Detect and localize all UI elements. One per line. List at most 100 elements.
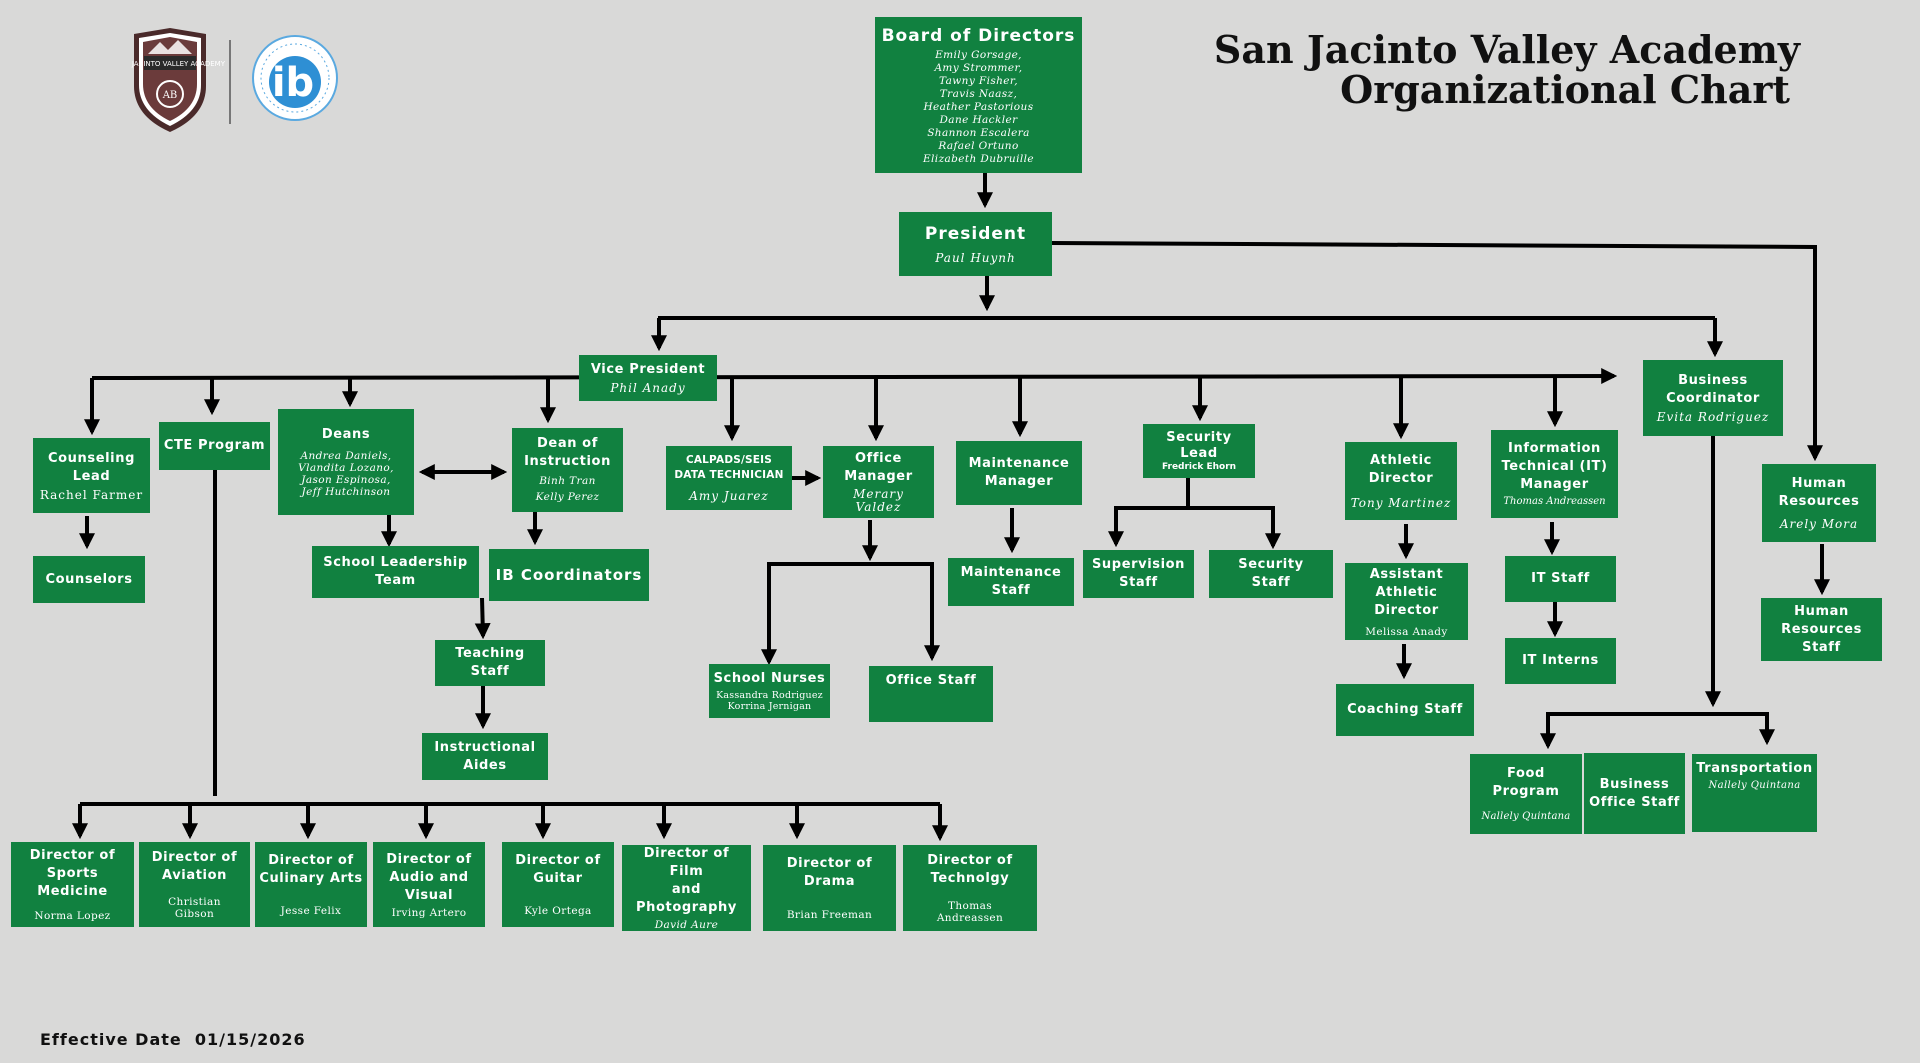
node-maintenance-staff: Maintenance Staff [948,558,1074,606]
node-board-of-directors: Board of Directors Emily Gorsage, Amy St… [875,17,1082,173]
node-coaching-staff: Coaching Staff [1336,684,1474,736]
node-names: David Aure [654,919,719,931]
node-names: Evita Rodriguez [1656,410,1770,424]
node-business-coordinator: Business Coordinator Evita Rodriguez [1643,360,1783,436]
node-instructional-aides: Instructional Aides [422,733,548,780]
node-cte-program: CTE Program [159,422,270,470]
node-names: Nallely Quintana [1708,780,1801,791]
node-title: Board of Directors [881,25,1076,46]
node-title: Supervision Staff [1091,557,1186,590]
node-title: Director of Audio and Visual [386,851,472,903]
node-title: Director of Sports Medicine [29,848,116,900]
node-director-film-photography: Director of Film and Photography David A… [622,845,751,931]
ib-world-school-icon: ib [252,35,338,121]
node-deans: Deans Andrea Daniels, Vlandita Lozano, J… [278,409,414,515]
node-title: Director of Guitar [515,852,601,886]
node-title: Director of Aviation [151,849,238,883]
node-names: Phil Anady [610,381,686,395]
node-names: Christian Gibson [168,896,221,921]
node-title: Director of Film and Photography [636,846,737,915]
node-title: Director of Culinary Arts [259,852,363,886]
node-names: Rachel Farmer [39,487,144,502]
svg-text:ib: ib [272,60,314,106]
node-title: Deans [321,427,371,442]
node-athletic-director: Athletic Director Tony Martinez [1345,442,1457,520]
node-title: CALPADS/SEIS DATA TECHNICIAN [674,454,784,481]
node-security-lead: Security Lead Fredrick Ehorn [1143,424,1255,478]
node-names: Paul Huynh [935,251,1016,265]
node-director-guitar: Director of Guitar Kyle Ortega [502,842,614,927]
node-names: Emily Gorsage, Amy Strommer, Tawny Fishe… [922,48,1034,165]
node-title: Instructional Aides [434,739,536,773]
node-title: Transportation [1696,761,1813,776]
node-title: Maintenance Manager [968,456,1070,489]
node-director-sports-medicine: Director of Sports Medicine Norma Lopez [11,842,134,927]
node-counseling-lead: Counseling Lead Rachel Farmer [33,438,150,513]
node-title: IB Coordinators [495,566,643,584]
node-names: Kyle Ortega [524,905,592,918]
node-title: Security Lead [1166,429,1232,461]
node-names: Brian Freeman [786,909,873,921]
node-security-staff: Security Staff [1209,550,1333,598]
node-title: Business Coordinator [1666,373,1760,406]
node-director-audio-visual: Director of Audio and Visual Irving Arte… [373,842,485,927]
node-president: President Paul Huynh [899,212,1052,276]
node-names: Norma Lopez [34,909,111,922]
node-calpads-data-technician: CALPADS/SEIS DATA TECHNICIAN Amy Juarez [666,446,792,510]
node-names: Thomas Andreassen [936,900,1004,924]
node-director-technology: Director of Technolgy Thomas Andreassen [903,845,1037,931]
node-title: School Leadership Team [323,555,468,588]
node-transportation: Transportation Nallely Quintana [1692,754,1817,832]
node-title: Office Manager [844,451,913,484]
node-title: Assistant Athletic Director [1369,566,1444,618]
node-names: Merary Valdez [853,487,904,514]
node-title: President [924,224,1027,244]
node-names: Irving Artero [391,906,467,919]
node-teaching-staff: Teaching Staff [435,640,545,686]
node-director-drama: Director of Drama Brian Freeman [763,845,896,931]
node-it-manager: Information Technical (IT) Manager Thoma… [1491,430,1618,518]
node-title: Human Resources Staff [1781,603,1862,655]
node-names: Thomas Andreassen [1503,496,1606,507]
node-dean-of-instruction: Dean of Instruction Binh Tran Kelly Pere… [512,428,623,512]
node-human-resources: Human Resources Arely Mora [1762,464,1876,542]
chart-title-line-2: Organizational Chart [1340,67,1790,112]
node-title: IT Interns [1522,653,1599,668]
node-names: Amy Juarez [689,489,769,503]
effective-date-label: Effective Date [40,1030,182,1049]
node-food-program: Food Program Nallely Quintana [1470,754,1582,834]
node-names: Binh Tran Kelly Perez [535,475,600,503]
node-title: Business Office Staff [1589,776,1680,810]
node-title: Human Resources [1778,476,1860,509]
node-title: Vice President [590,362,706,377]
node-title: Information Technical (IT) Manager [1501,441,1608,492]
node-ib-coordinators: IB Coordinators [489,549,649,601]
chart-title: San Jacinto Valley Academy Organizationa… [1180,30,1800,110]
svg-text:SAN JACINTO VALLEY ACADEMY: SAN JACINTO VALLEY ACADEMY [130,60,226,68]
node-names: Jesse Felix [280,905,342,918]
node-it-interns: IT Interns [1505,638,1616,684]
node-names: Tony Martinez [1350,496,1452,510]
node-names: Fredrick Ehorn [1161,461,1237,472]
node-title: School Nurses [713,671,826,686]
node-supervision-staff: Supervision Staff [1083,550,1194,598]
node-title: Athletic Director [1368,453,1434,486]
node-it-staff: IT Staff [1505,556,1616,602]
node-title: Security Staff [1238,557,1304,590]
node-maintenance-manager: Maintenance Manager [956,441,1082,505]
logo-group: SAN JACINTO VALLEY ACADEMY AB ib [115,28,350,134]
node-vice-president: Vice President Phil Anady [579,355,717,401]
node-office-manager: Office Manager Merary Valdez [823,446,934,518]
chart-title-line-1: San Jacinto Valley Academy [1213,27,1800,72]
effective-date: Effective Date 01/15/2026 [40,1030,306,1049]
node-names: Nallely Quintana [1481,811,1571,822]
node-title: Director of Technolgy [927,853,1013,886]
effective-date-value: 01/15/2026 [194,1030,306,1049]
node-school-nurses: School Nurses Kassandra Rodriguez Korrin… [709,664,830,718]
node-assistant-athletic-director: Assistant Athletic Director Melissa Anad… [1345,563,1468,640]
node-title: Maintenance Staff [960,565,1062,598]
node-title: Office Staff [885,673,977,688]
node-title: Teaching Staff [455,646,525,679]
node-title: Food Program [1492,766,1560,799]
node-business-office-staff: Business Office Staff [1584,753,1685,834]
